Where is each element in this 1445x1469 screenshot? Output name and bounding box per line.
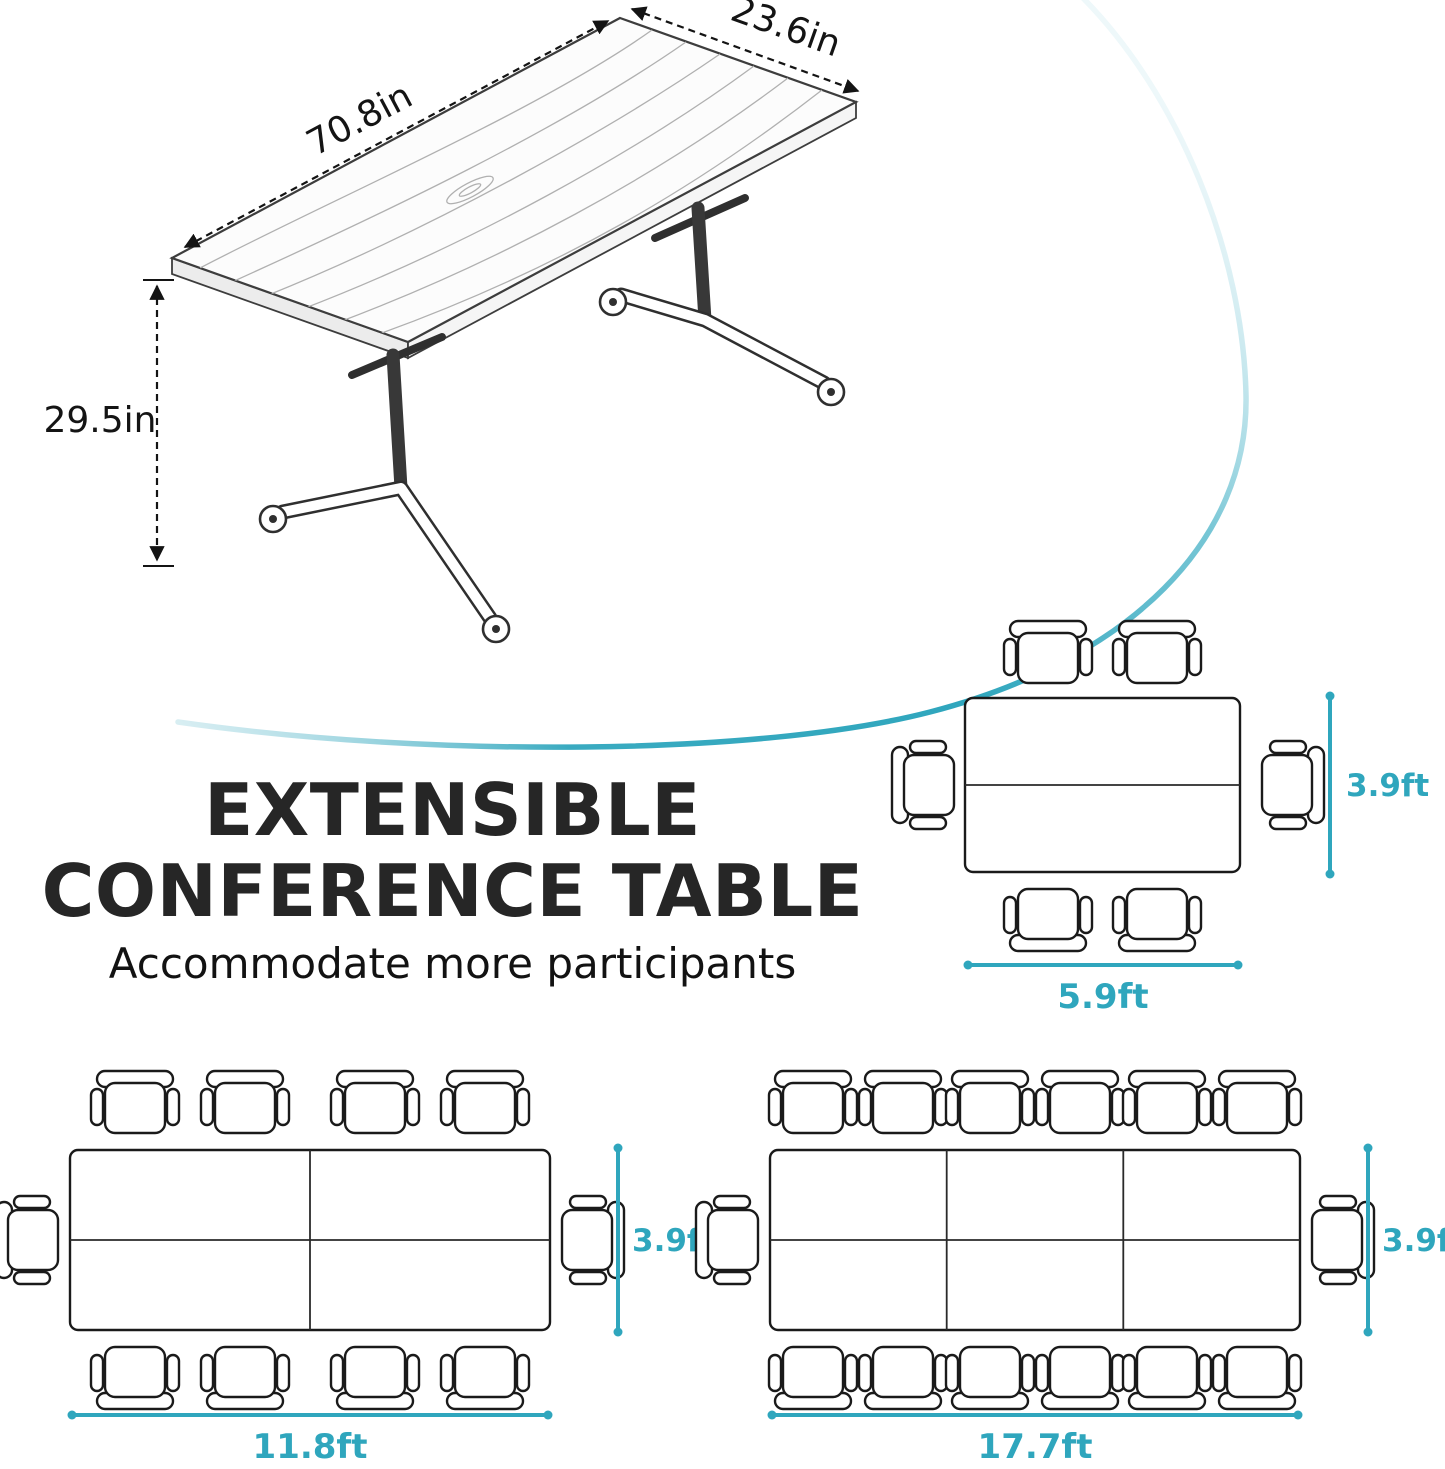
width-label: 11.8ft xyxy=(253,1427,368,1467)
chair-top xyxy=(199,1069,291,1135)
chair-top xyxy=(857,1069,949,1135)
chair-top xyxy=(89,1069,181,1135)
depth-dimension: 3.9ft xyxy=(1363,1143,1445,1337)
chair-top xyxy=(329,1069,421,1135)
width-label: 17.7ft xyxy=(978,1427,1093,1467)
width-label: 5.9ft xyxy=(1057,977,1148,1017)
table-leg-right xyxy=(598,194,846,407)
chair-top xyxy=(1002,619,1094,685)
swoosh-path xyxy=(175,0,1249,750)
chair-bottom xyxy=(767,1345,859,1411)
width-dimension: 5.9ft xyxy=(963,960,1243,1017)
caster-wheel xyxy=(481,614,511,644)
height-dimension: 29.5in xyxy=(44,279,174,567)
chair-bottom xyxy=(857,1345,949,1411)
chair-bottom xyxy=(439,1345,531,1411)
chair-top xyxy=(1111,619,1203,685)
chair-top xyxy=(767,1069,859,1135)
caster-wheel xyxy=(598,287,628,317)
chair-bottom xyxy=(1002,887,1094,953)
depth-dimension: 3.9ft xyxy=(1325,691,1429,879)
chair-left xyxy=(694,1194,760,1286)
depth-label: 23.6in xyxy=(726,0,846,65)
chair-top xyxy=(1034,1069,1126,1135)
chair-right xyxy=(560,1194,626,1286)
caster-wheel xyxy=(816,377,846,407)
headline-line1: EXTENSIBLE xyxy=(204,768,701,852)
layout-diagram-fourteen-seat: 3.9ft 17.7ft xyxy=(694,1069,1445,1467)
chair-bottom xyxy=(1034,1345,1126,1411)
chair-right xyxy=(1310,1194,1376,1286)
headline-block: EXTENSIBLE CONFERENCE TABLE Accommodate … xyxy=(0,768,905,988)
chair-bottom xyxy=(944,1345,1036,1411)
chair-bottom xyxy=(89,1345,181,1411)
layout-diagram-six-seat: 3.9ft 5.9ft xyxy=(890,619,1429,1017)
width-dimension: 11.8ft xyxy=(67,1410,553,1467)
headline-line2: CONFERENCE TABLE xyxy=(41,849,864,934)
depth-label: 3.9ft xyxy=(1382,1223,1445,1259)
chair-bottom xyxy=(1211,1345,1303,1411)
chair-top xyxy=(439,1069,531,1135)
table-leg-left xyxy=(258,333,511,644)
width-dimension: 17.7ft xyxy=(767,1410,1303,1467)
headline-subtitle: Accommodate more participants xyxy=(108,938,797,988)
chair-right xyxy=(1260,739,1326,831)
chair-top xyxy=(1211,1069,1303,1135)
chair-bottom xyxy=(1121,1345,1213,1411)
chair-bottom xyxy=(329,1345,421,1411)
chair-bottom xyxy=(199,1345,291,1411)
chair-top xyxy=(1121,1069,1213,1135)
depth-label: 3.9ft xyxy=(1346,768,1429,804)
caster-wheel xyxy=(258,504,288,534)
chair-left xyxy=(890,739,956,831)
layout-diagram-ten-seat: 3.9ft 11.8ft xyxy=(0,1069,715,1467)
chair-bottom xyxy=(1111,887,1203,953)
chair-top xyxy=(944,1069,1036,1135)
height-label: 29.5in xyxy=(44,400,157,441)
chair-left xyxy=(0,1194,60,1286)
product-illustration: 70.8in 23.6in 29.5in xyxy=(44,0,860,644)
